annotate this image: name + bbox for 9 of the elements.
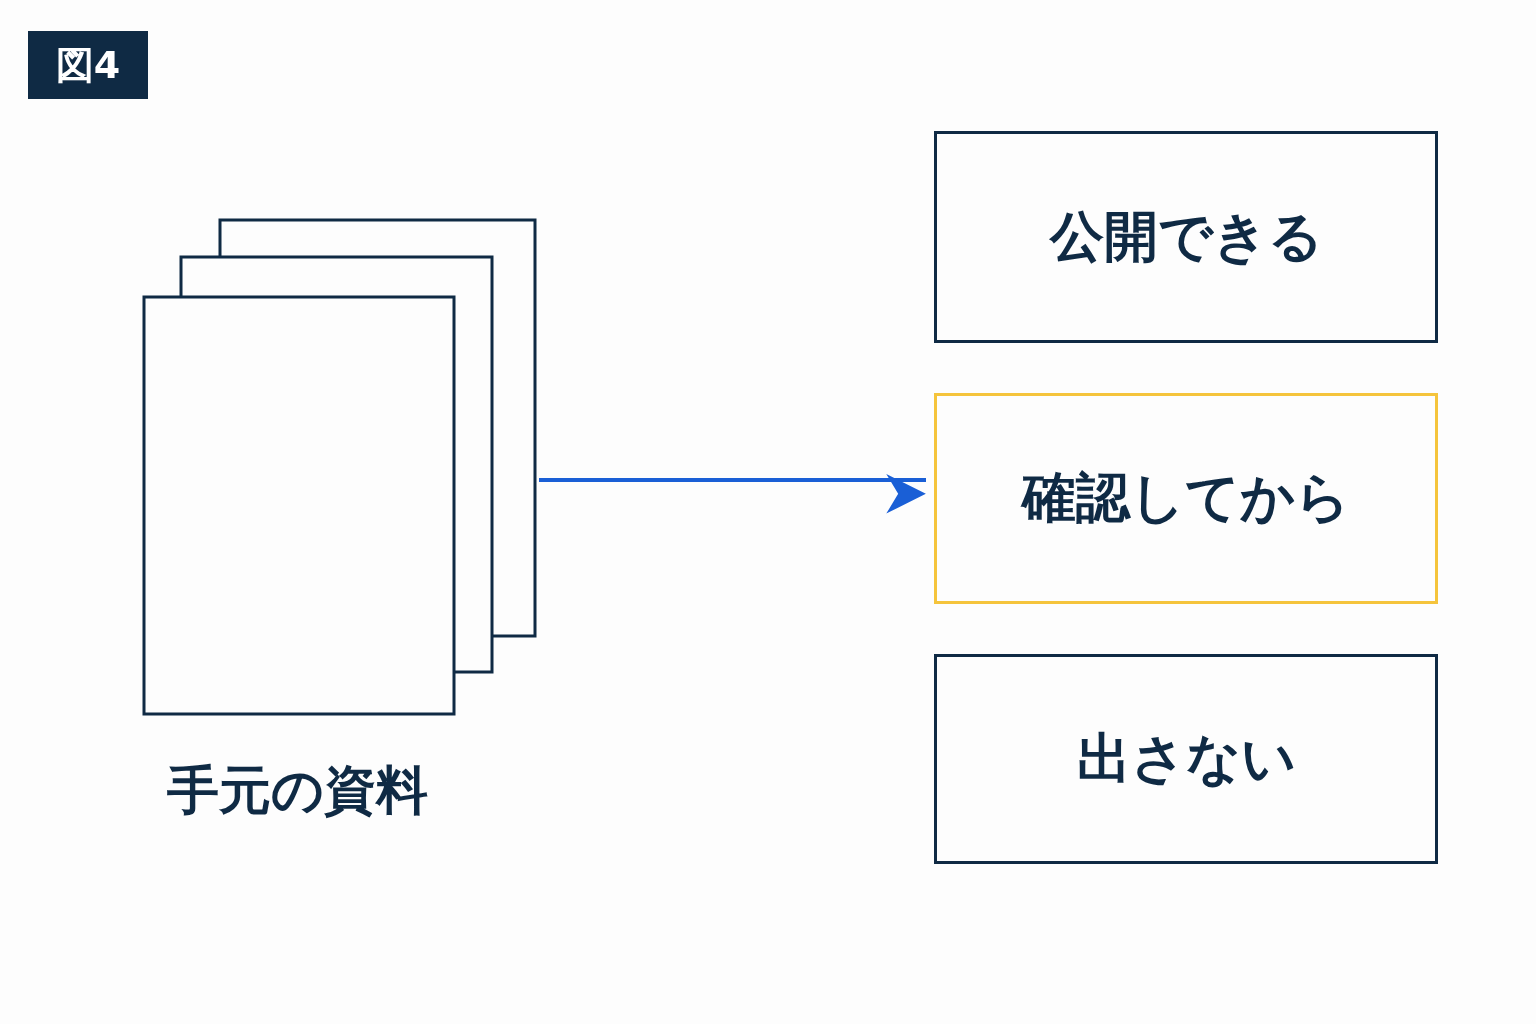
option-text: 確認してから [1022,465,1350,531]
option-box [934,393,1438,604]
arrow [539,474,926,514]
option-box [934,131,1438,343]
option-text: 出さない [1076,725,1296,792]
option-box [934,654,1438,864]
option-text: 公開できる [1049,203,1323,270]
document-label: 手元の資料 [165,759,429,822]
figure-number-label: 図4 [28,31,148,99]
